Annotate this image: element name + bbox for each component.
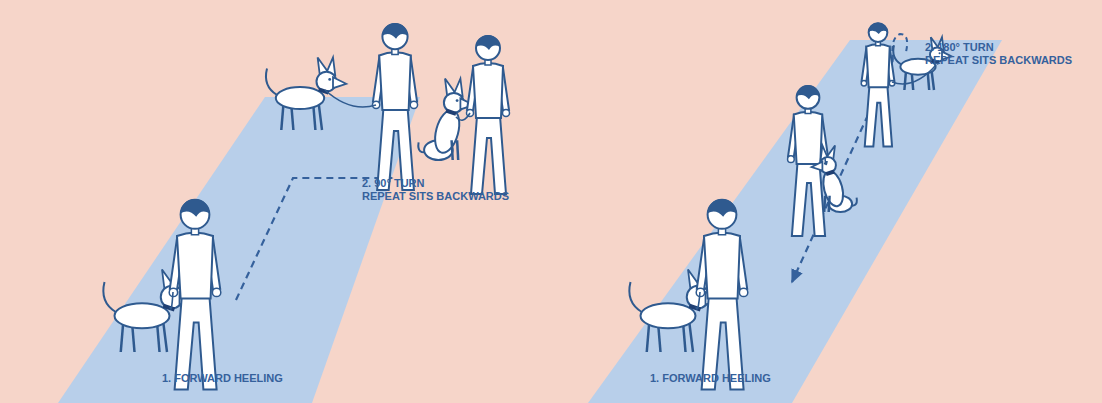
dog-leg: [827, 196, 830, 212]
person: [169, 199, 221, 390]
person-hand: [739, 288, 747, 296]
leash: [825, 158, 827, 164]
dog-leg: [457, 140, 458, 160]
person-torso: [177, 232, 213, 298]
leash: [325, 90, 376, 107]
dog-tail: [629, 282, 641, 312]
person-torso: [473, 63, 503, 118]
person: [861, 22, 895, 146]
dog-leg: [121, 322, 124, 352]
dog-tail: [893, 45, 901, 64]
leash: [696, 292, 700, 309]
dog-snout: [333, 77, 346, 88]
person-hand: [503, 110, 510, 117]
person-torso: [704, 232, 740, 298]
person: [696, 199, 748, 390]
dog-leg: [281, 104, 283, 130]
dog: [418, 79, 473, 160]
person: [372, 23, 417, 190]
dog-leg: [932, 71, 934, 90]
dog-leg: [163, 322, 167, 352]
path-arrow: [792, 60, 893, 282]
dog-leg: [647, 322, 650, 352]
person-head: [797, 86, 820, 109]
person-hair: [382, 23, 407, 39]
training-lane: [588, 40, 1002, 403]
person-legs: [865, 86, 892, 147]
instruction-label: 2. 180° TURN: [925, 40, 994, 54]
dog-body: [641, 303, 696, 328]
dog-collar: [826, 172, 834, 175]
person-hand: [788, 156, 795, 163]
step-label: 1. FORWARD HEELING: [162, 371, 283, 385]
person-hair: [797, 85, 820, 99]
person-hair: [869, 22, 888, 34]
training-lane: [58, 97, 420, 403]
person-hand: [372, 101, 379, 108]
person-hair: [476, 35, 500, 50]
dog-leg: [823, 196, 826, 212]
dog-collar: [446, 111, 456, 114]
leash: [892, 65, 936, 84]
person-hair: [181, 199, 210, 217]
dog-tail: [103, 282, 115, 312]
dog-eye: [328, 78, 331, 81]
leash: [170, 292, 173, 309]
leash: [456, 113, 470, 120]
person-torso: [866, 44, 889, 87]
dog-leg: [319, 104, 322, 130]
person-hand: [861, 81, 866, 86]
person-hand: [212, 288, 220, 296]
step-label: 1. FORWARD HEELING: [650, 371, 771, 385]
instruction-label: 2. 90° TURN: [362, 176, 424, 190]
person-torso: [379, 52, 411, 110]
dog-body: [276, 87, 324, 109]
dog-leg: [904, 71, 906, 90]
dog-eye: [456, 99, 459, 102]
dog: [812, 145, 857, 212]
person-hand: [410, 101, 417, 108]
instruction-label: REPEAT SITS BACKWARDS: [362, 189, 509, 203]
dog: [266, 57, 346, 130]
person-head: [476, 36, 500, 60]
dog-leg: [452, 140, 453, 160]
person-torso: [794, 112, 823, 164]
dog-snout: [812, 162, 823, 171]
person-head: [869, 23, 888, 42]
person-legs: [792, 162, 825, 236]
instruction-label: REPEAT SITS BACKWARDS: [925, 53, 1072, 67]
dog-body: [115, 303, 170, 328]
person-legs: [471, 116, 506, 194]
dog-leg: [689, 322, 693, 352]
person: [467, 35, 510, 194]
dog-tail: [266, 68, 277, 94]
person-hair: [708, 199, 737, 217]
dog-collar: [163, 306, 174, 310]
